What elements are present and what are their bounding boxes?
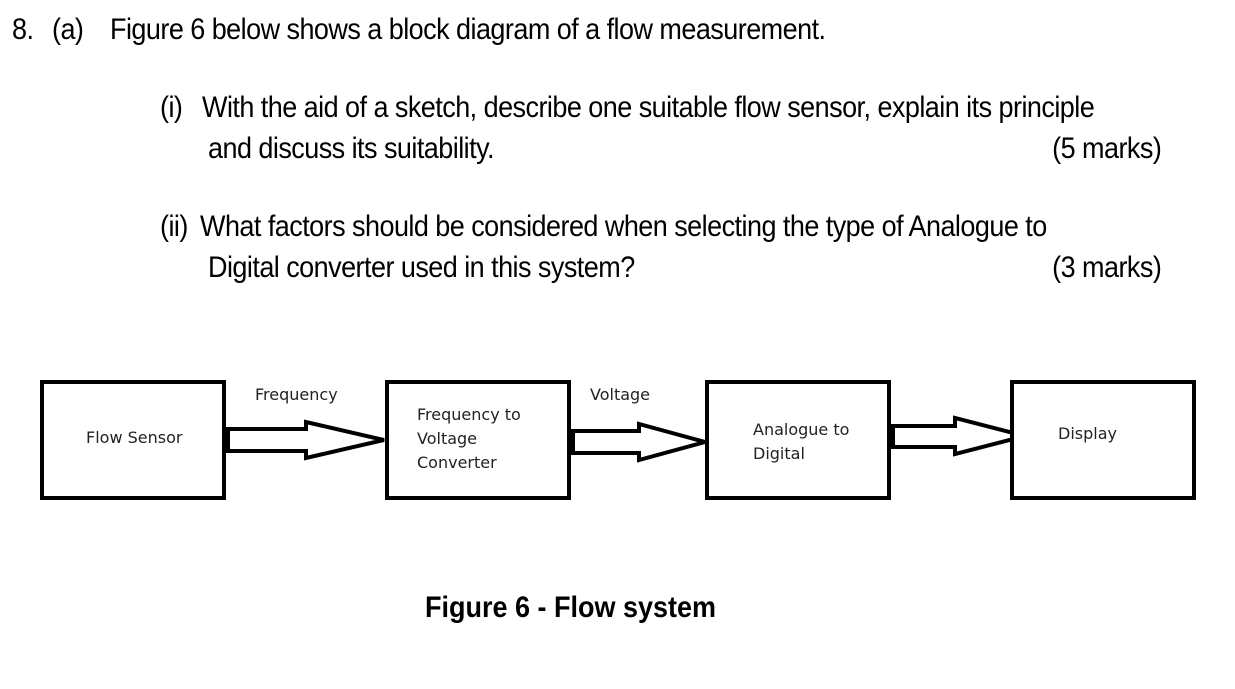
subquestion-i-text-line2: and discuss its suitability. (208, 132, 495, 165)
subquestion-i-label: (i) (160, 91, 183, 124)
block-display: Display (1010, 380, 1196, 500)
question-number: 8. (12, 13, 34, 46)
block-analogue-to-digital: Analogue to Digital (705, 380, 891, 500)
hollow-arrow-1 (226, 419, 385, 461)
subquestion-ii-text-line1: What factors should be considered when s… (200, 210, 1047, 243)
question-part-label: (a) (52, 13, 84, 46)
block-flow-sensor: Flow Sensor (40, 380, 226, 500)
block-f2v-label-line2: Voltage (417, 429, 478, 448)
subquestion-i-text-line1: With the aid of a sketch, describe one s… (202, 91, 1095, 124)
flow-block-diagram: Flow Sensor Frequency Frequency to Volta… (0, 370, 1235, 510)
block-frequency-to-voltage-converter: Frequency to Voltage Converter (385, 380, 571, 500)
figure-caption: Figure 6 - Flow system (425, 591, 717, 624)
hollow-arrow-2 (571, 421, 713, 463)
block-display-label: Display (1058, 424, 1117, 443)
block-f2v-label-line1: Frequency to (417, 405, 521, 424)
arrow-label-frequency: Frequency (255, 385, 338, 404)
subquestion-ii-label: (ii) (160, 210, 188, 243)
question-intro: Figure 6 below shows a block diagram of … (110, 13, 826, 46)
block-flow-sensor-label: Flow Sensor (86, 428, 183, 447)
subquestion-ii-text-line2: Digital converter used in this system? (208, 251, 635, 284)
subquestion-ii-marks: (3 marks) (1051, 251, 1162, 284)
subquestion-i-marks: (5 marks) (1051, 132, 1162, 165)
block-adc-label-line1: Analogue to (753, 420, 850, 439)
block-f2v-label-line3: Converter (417, 453, 497, 472)
block-adc-label-line2: Digital (753, 444, 805, 463)
hollow-arrow-3 (891, 415, 1026, 457)
arrow-label-voltage: Voltage (590, 385, 651, 404)
